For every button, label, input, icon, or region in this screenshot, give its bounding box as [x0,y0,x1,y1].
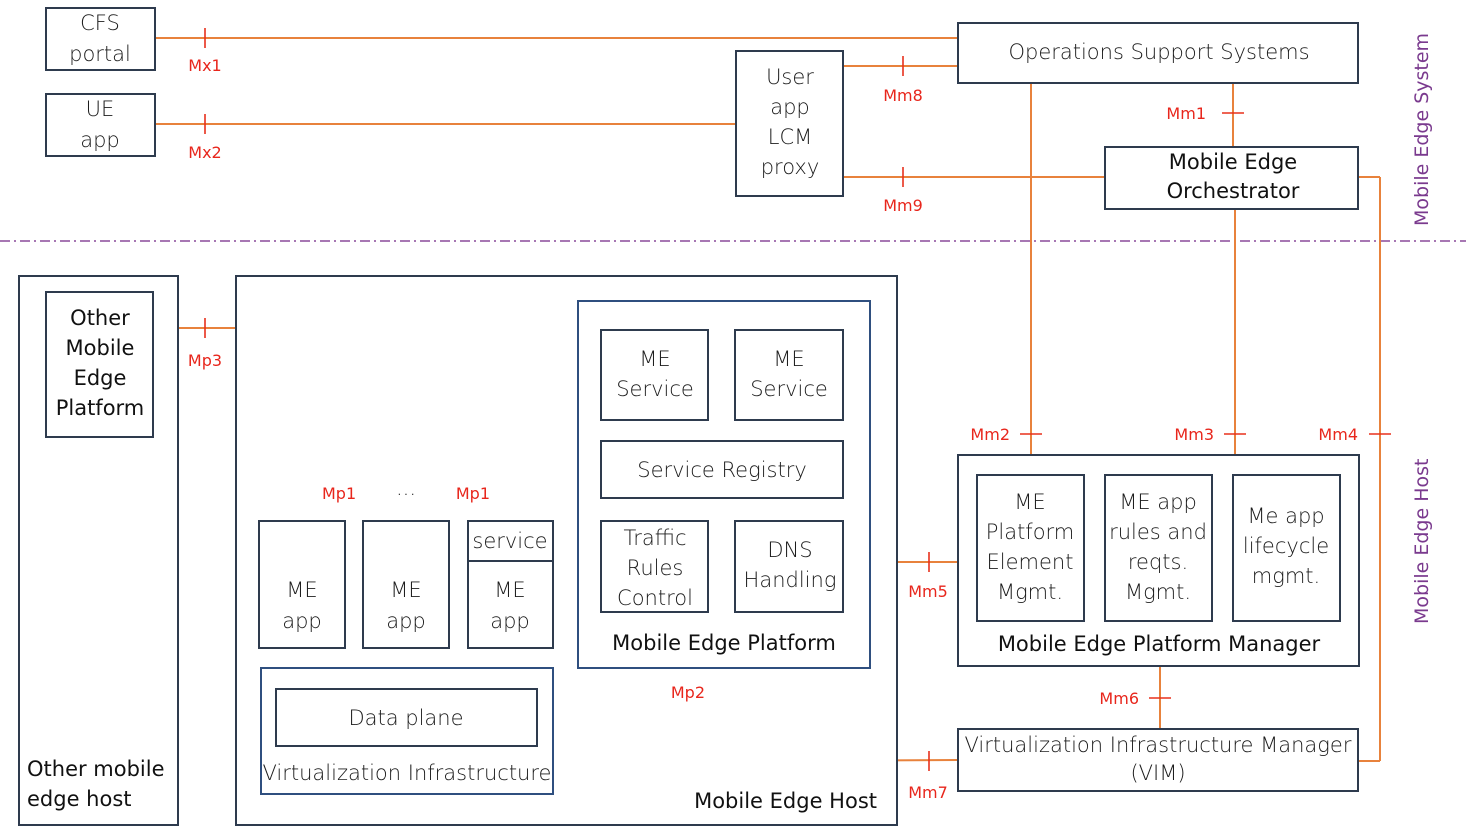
service-tab-label-line-1: service [472,529,547,553]
me-platform-elem-label-line-2: Platform [986,520,1075,544]
ref-point-mp1a: Mp1 [322,484,356,503]
user-app-lcm-proxy-label-line-1: User [766,65,814,89]
me-service-2-box [734,329,844,421]
me-service-1-label-line-2: Service [616,377,694,401]
user-app-lcm-proxy-label-line-4: proxy [761,155,820,179]
vim-box [957,728,1359,792]
meo-box [1104,146,1359,210]
me-service-1-label-line-1: ME [639,347,670,371]
me-app-2-label-line-2: app [386,609,426,633]
cfs-portal-box [45,7,156,71]
user-app-lcm-proxy-box [735,50,844,197]
oss-box [957,22,1359,84]
me-app-1-label-line-2: app [282,609,322,633]
me-app-2-label-line-1: ME [390,578,421,602]
me-app-rules-label-line-1: ME app [1119,490,1197,514]
me-app-3-label-line-2: app [490,609,530,633]
traffic-rules-label-line-1: Traffic [623,526,686,550]
oss-label-line-1: Operations Support Systems [1008,40,1309,64]
me-service-2-label-line-1: ME [773,347,804,371]
cfs-portal-label-line-2: portal [69,42,131,66]
ref-point-mx2: Mx2 [188,143,221,162]
service-registry-box [600,440,844,499]
mobile-edge-host-label: Mobile Edge Host [1411,459,1433,624]
ue-app-box [45,93,156,157]
ue-app-label-line-2: app [80,128,120,152]
mepm-label-line-1: Mobile Edge Platform Manager [998,632,1321,656]
me-app-1-label-line-1: ME [286,578,317,602]
ref-point-mx1: Mx1 [188,56,221,75]
ref-point-mm5: Mm5 [908,582,948,601]
ref-point-mm6: Mm6 [1099,689,1139,708]
me-host-label-line-1: Mobile Edge Host [694,789,877,813]
meo-label-line-2: Orchestrator [1167,179,1300,203]
me-platform-elem-label-line-3: Element [987,550,1074,574]
service-registry-label-line-1: Service Registry [637,458,807,482]
me-app-3-box [467,520,554,649]
data-plane-box [275,688,538,747]
me-service-2-label-line-2: Service [750,377,828,401]
other-mep-label-line-3: Edge [74,366,127,390]
me-app-rules-label-line-2: rules and [1109,520,1207,544]
me-platform-elem-box [976,474,1085,622]
ref-point-mm2: Mm2 [970,425,1010,444]
other-mep-label-line-2: Mobile [66,336,135,360]
ref-point-mm4: Mm4 [1318,425,1358,444]
ref-point-mp3: Mp3 [188,351,222,370]
virt-infra-label-line-1: Virtualization Infrastructure [263,761,552,785]
data-plane-label-line-1: Data plane [348,706,463,730]
ref-point-mp1b: Mp1 [456,484,490,503]
ref-point-mp2: Mp2 [671,683,705,702]
ref-point-mm9: Mm9 [883,196,923,215]
other-host-label-line-1: Other mobile [27,757,165,781]
me-app-1-box [258,520,346,649]
me-app-rules-label-line-3: reqts. [1128,550,1188,574]
dns-handling-label-line-1: DNS [767,538,812,562]
traffic-rules-label-line-2: Rules [627,556,684,580]
me-app-lifecycle-box [1232,474,1341,622]
me-app-lifecycle-label-line-2: lifecycle [1243,534,1329,558]
cfs-portal-label-line-1: CFS [80,11,120,35]
me-app-2-box [362,520,450,649]
user-app-lcm-proxy-label-line-3: LCM [768,125,812,149]
meo-label-line-1: Mobile Edge [1169,150,1297,174]
other-mep-label-line-1: Other [70,306,130,330]
ref-point-mm7: Mm7 [908,783,948,802]
ref-point-mm8: Mm8 [883,86,923,105]
ue-app-label-line-1: UE [86,97,115,121]
me-service-1-box [600,329,709,421]
dns-handling-box [734,520,844,613]
me-app-lifecycle-label-line-1: Me app [1247,504,1324,528]
me-app-rules-label-line-4: Mgmt. [1125,580,1191,604]
dns-handling-label-line-2: Handling [744,568,837,592]
vim-label-line-2: (VIM) [1130,761,1185,785]
me-app-3-label-line-1: ME [494,578,525,602]
me-platform-elem-label-line-1: ME [1014,490,1045,514]
me-platform-elem-label-line-4: Mgmt. [997,580,1063,604]
mep-label-line-1: Mobile Edge Platform [612,631,836,655]
ellipsis-label-line-1: ... [396,476,416,500]
mobile-edge-system-label: Mobile Edge System [1411,33,1433,226]
other-mep-label-line-4: Platform [56,396,145,420]
vim-label-line-1: Virtualization Infrastructure Manager [965,733,1352,757]
other-host-label-line-2: edge host [27,787,132,811]
me-app-lifecycle-label-line-3: mgmt. [1252,564,1320,588]
traffic-rules-box [600,520,709,613]
other-mep-box [45,291,154,438]
ref-point-mm3: Mm3 [1174,425,1214,444]
ref-point-mm1: Mm1 [1166,104,1206,123]
traffic-rules-label-line-3: Control [617,586,693,610]
me-app-rules-box [1104,474,1213,622]
user-app-lcm-proxy-label-line-2: app [770,95,810,119]
